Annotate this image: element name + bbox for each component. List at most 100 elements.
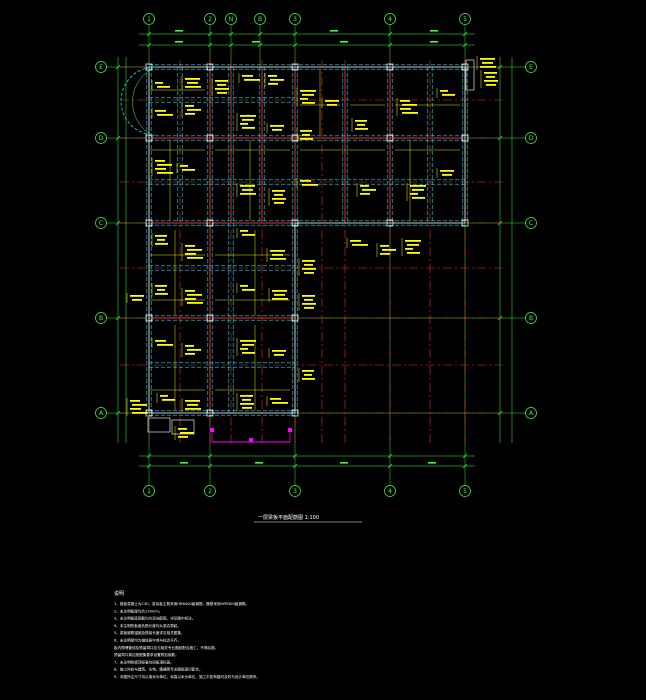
- column-outline: [291, 409, 299, 417]
- column-outline: [145, 134, 153, 142]
- rebar-label: [300, 138, 313, 140]
- rebar-label: [185, 290, 195, 292]
- grid-bubble-circle: [254, 13, 266, 25]
- rebar-annotation: [181, 76, 201, 90]
- dimension-tick: [292, 463, 298, 469]
- rebar-label: [215, 80, 228, 82]
- grid-bubble: 5: [459, 13, 471, 25]
- dimension-label: [252, 41, 260, 43]
- note-item: 4、未注明的板面负筋长度均从梁边算起。: [114, 623, 181, 628]
- dimension-tick: [115, 135, 121, 141]
- grid-bubble: C: [525, 217, 537, 229]
- dimension-tick: [462, 31, 468, 37]
- rebar-label: [132, 412, 148, 414]
- grid-bubble-circle: [95, 312, 107, 324]
- rebar-label: [217, 84, 226, 86]
- dimension-tick: [257, 31, 263, 37]
- column-outline: [291, 314, 299, 322]
- note-item: 8、施工时应与建筑、水电、暖通等专业图纸密切配合。: [114, 667, 203, 672]
- note-item: 1、楼板混凝土为C30，梁及板主筋采用HRB400级钢筋，箍筋采用HPB300级…: [114, 601, 249, 606]
- dimension-tick: [462, 463, 468, 469]
- rebar-label: [380, 253, 390, 255]
- rebar-label: [274, 354, 284, 356]
- rebar-label: [157, 86, 170, 88]
- rebar-annotation: [236, 183, 256, 197]
- rebar-annotation: [174, 426, 194, 440]
- rebar-annotation: [151, 283, 168, 297]
- rebar-label: [270, 258, 286, 260]
- dimension-label: [175, 41, 183, 43]
- grid-bubble-circle: [384, 485, 396, 497]
- note-item: 5、梁板钢筋锚固及搭接长度详见相关图集。: [114, 630, 185, 635]
- rebar-annotation: [181, 398, 201, 412]
- rebar-label: [380, 245, 389, 247]
- rebar-annotation: [211, 78, 229, 96]
- rebar-label: [155, 340, 166, 342]
- dimension-tick: [146, 453, 152, 459]
- dimension-label: [430, 41, 438, 43]
- rebar-label: [180, 432, 194, 434]
- grid-bubble-circle: [525, 61, 537, 73]
- rebar-label: [360, 185, 369, 187]
- column-outline: [386, 63, 394, 71]
- rebar-label: [242, 352, 255, 354]
- rebar-label: [240, 185, 255, 187]
- stair-outline: [465, 59, 475, 91]
- dimension-tick: [207, 42, 213, 48]
- grid-bubble-label: 3: [293, 16, 297, 23]
- rebar-label: [400, 100, 410, 102]
- rebar-label: [440, 90, 448, 92]
- drawing-title: 一层梁板平面配筋图 1:100: [258, 514, 319, 521]
- dimension-tick: [292, 31, 298, 37]
- column-outline: [145, 219, 153, 227]
- column-outline: [291, 219, 299, 227]
- rebar-label: [187, 302, 203, 304]
- rebar-label: [162, 399, 175, 401]
- grid-bubble-label: 4: [388, 488, 392, 495]
- rebar-label: [302, 378, 315, 380]
- rebar-label: [185, 345, 194, 347]
- dimension-tick: [115, 315, 121, 321]
- dimension-tick: [387, 463, 393, 469]
- rebar-label: [405, 248, 413, 250]
- rebar-label: [242, 234, 255, 236]
- rebar-label: [185, 408, 201, 410]
- dimension-tick: [462, 42, 468, 48]
- rebar-label: [270, 250, 285, 252]
- rebar-label: [480, 58, 495, 60]
- canopy-outline: [147, 417, 171, 433]
- rebar-label: [187, 404, 198, 406]
- rebar-label: [302, 134, 310, 136]
- dimension-tick: [146, 42, 152, 48]
- dimension-label: [330, 30, 338, 32]
- column-outline: [206, 219, 214, 227]
- grid-bubble-label: E: [529, 64, 533, 71]
- dimension-tick: [207, 31, 213, 37]
- rebar-annotation: [264, 73, 284, 87]
- column-outline: [145, 314, 153, 322]
- dimension-tick: [207, 453, 213, 459]
- grid-bubble-circle: [225, 13, 237, 25]
- rebar-label: [272, 198, 286, 200]
- rebar-label: [302, 102, 315, 104]
- rebar-annotation: [236, 113, 256, 131]
- grid-bubble-circle: [95, 61, 107, 73]
- rebar-annotation: [126, 293, 144, 303]
- rebar-annotation: [296, 88, 316, 106]
- grid-bubble-circle: [95, 407, 107, 419]
- rebar-label: [302, 94, 314, 96]
- grid-bubble-circle: [95, 217, 107, 229]
- column-outline: [206, 314, 214, 322]
- rebar-label: [185, 400, 200, 402]
- grid-bubble: C: [95, 217, 107, 229]
- grid-bubble-label: 2: [208, 488, 212, 495]
- rebar-label: [155, 285, 167, 287]
- grid-bubble-circle: [204, 485, 216, 497]
- rebar-label: [304, 299, 313, 301]
- rebar-label: [352, 244, 368, 246]
- rebar-label: [240, 348, 248, 350]
- grid-bubble-label: D: [99, 135, 104, 142]
- grid-bubble: A: [525, 407, 537, 419]
- column-outline: [386, 134, 394, 142]
- dimension-label: [340, 462, 348, 464]
